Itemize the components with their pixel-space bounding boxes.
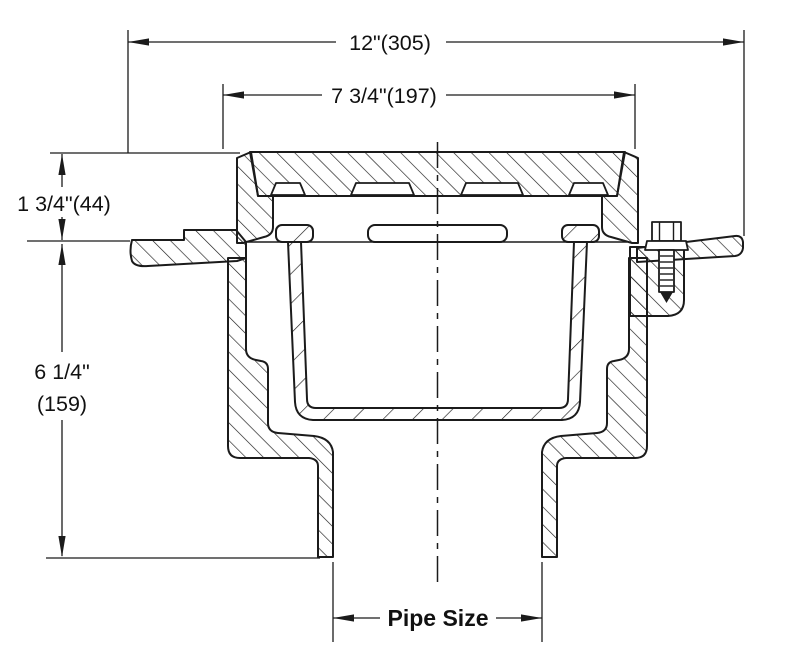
- left-anchor-flange: [129, 229, 247, 268]
- dimension-grate-width: 7 3/4"(197): [222, 84, 636, 149]
- clamp-bolt: [644, 221, 689, 303]
- dim-arrow-right: [723, 38, 744, 46]
- bolt-tip: [660, 292, 673, 303]
- grate-slot: [460, 182, 524, 196]
- bolt-washer: [644, 240, 689, 251]
- dimension-overall-width: 12"(305): [127, 30, 745, 236]
- dimension-rim-height: 1 3/4"(44): [17, 152, 240, 242]
- dim-arrow-down: [58, 219, 66, 240]
- dimension-body-height: 6 1/4" (159): [34, 244, 320, 559]
- dim-arrow-left: [333, 614, 354, 622]
- dim-arrow-right: [521, 614, 542, 622]
- overall-width-label: 12"(305): [349, 31, 431, 55]
- bolt-threads: [660, 255, 673, 287]
- bucket-lip-right: [561, 224, 600, 243]
- grate-width-label: 7 3/4"(197): [331, 84, 437, 108]
- body-height-label-line2: (159): [37, 392, 87, 416]
- dimension-pipe-size: Pipe Size: [332, 562, 543, 642]
- dim-arrow-up: [58, 154, 66, 175]
- grate-body: [249, 151, 626, 197]
- bolt-head: [651, 221, 682, 242]
- dim-arrow-right: [614, 91, 635, 99]
- grate-slot: [270, 182, 306, 196]
- left-body-wall: [227, 257, 334, 558]
- grate: [249, 151, 626, 197]
- pipe-size-label: Pipe Size: [388, 605, 489, 631]
- grate-slot: [568, 182, 609, 196]
- body-height-label-line1: 6 1/4": [34, 360, 89, 384]
- dim-arrow-left: [128, 38, 149, 46]
- dim-arrow-down: [58, 536, 66, 557]
- dim-arrow-left: [223, 91, 244, 99]
- rim-height-label: 1 3/4"(44): [17, 192, 111, 216]
- bucket-lip-left: [275, 224, 314, 243]
- grate-slot: [350, 182, 415, 196]
- right-body-wall: [541, 257, 648, 558]
- dim-arrow-up: [58, 244, 66, 265]
